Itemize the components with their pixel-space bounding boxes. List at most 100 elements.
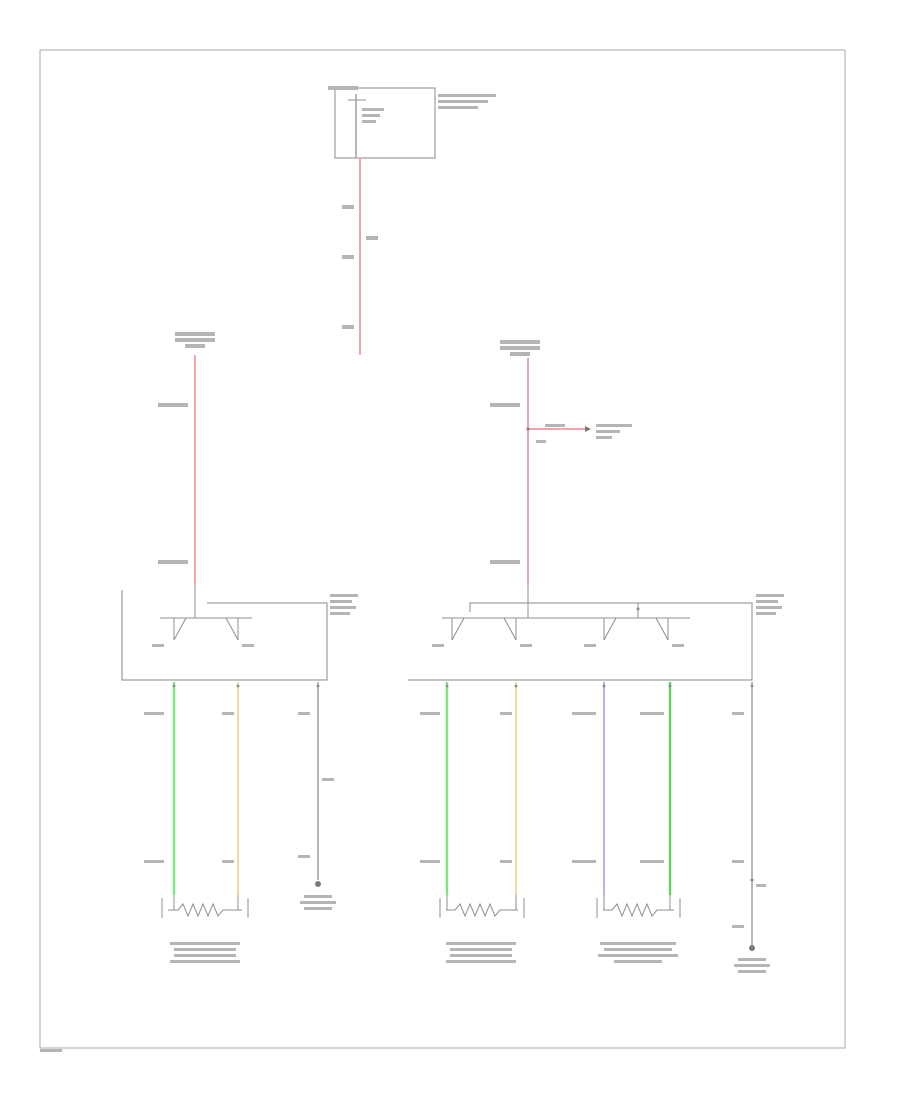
ground-label — [738, 958, 766, 961]
heater-element-center — [439, 895, 525, 963]
ground-label — [304, 907, 332, 910]
ground-right — [734, 878, 770, 973]
heater-label — [598, 954, 678, 957]
heater-label — [450, 954, 512, 957]
switch-title — [756, 594, 784, 597]
connector-label — [366, 236, 378, 240]
wire-label — [490, 403, 520, 407]
splice-label — [536, 440, 546, 443]
diagram-frame — [39, 49, 846, 1049]
wire-splice-label — [322, 778, 334, 781]
pin-node — [316, 684, 320, 688]
switch-title — [330, 600, 352, 603]
wire-label — [158, 403, 188, 407]
wire-splice-label — [756, 884, 766, 887]
fuse-box-side-label — [438, 100, 488, 103]
pin-node — [445, 684, 449, 688]
heater-label — [604, 948, 672, 951]
wire-label — [572, 860, 596, 863]
fuse-box-text-line — [362, 108, 384, 111]
switch-title — [756, 600, 778, 603]
left-switch-outline — [121, 590, 328, 681]
source-label — [175, 338, 215, 342]
wire-label — [342, 255, 354, 259]
heater-label — [614, 960, 662, 963]
right-switch-outline — [408, 602, 753, 681]
fuse-box-side-label — [438, 106, 478, 109]
fuse-box-text-line — [362, 114, 380, 117]
ground-label — [738, 970, 766, 973]
wire-label — [732, 925, 744, 928]
wire-label — [420, 860, 440, 863]
switch-blade — [451, 617, 465, 641]
switch-bus-node — [636, 607, 640, 611]
branch-destination — [596, 436, 612, 439]
wire-label — [144, 712, 164, 715]
wire-label — [500, 860, 512, 863]
wire-label — [222, 712, 234, 715]
wire-label — [144, 860, 164, 863]
branch-arrow — [585, 426, 591, 432]
switch-position-label — [242, 644, 254, 647]
wire-label — [298, 855, 310, 858]
switch-title — [330, 594, 358, 597]
heater-label — [170, 942, 240, 945]
heater-element-right — [596, 895, 681, 963]
splice-node — [526, 427, 530, 431]
switch-blade — [225, 617, 239, 641]
heater-label — [174, 948, 236, 951]
heater-label — [600, 942, 676, 945]
switch-position-label — [520, 644, 532, 647]
heater-element-outline — [596, 898, 681, 918]
ground-label — [734, 964, 770, 967]
switch-position-label — [584, 644, 596, 647]
wire-label — [420, 712, 440, 715]
switch-position-label — [152, 644, 164, 647]
heater-label — [446, 960, 516, 963]
switch-title — [756, 606, 782, 609]
wire-label — [342, 325, 354, 329]
switch-title — [330, 606, 356, 609]
splice-node — [750, 878, 754, 882]
wire-label — [732, 860, 744, 863]
source-label — [175, 332, 215, 336]
fuse-box-header-text-blur — [328, 86, 358, 90]
output-wires — [144, 682, 766, 945]
heater-label — [446, 942, 516, 945]
source-label — [185, 344, 205, 348]
switch-title — [330, 612, 350, 615]
branch-destination — [596, 424, 632, 427]
ground-label — [300, 901, 336, 904]
switch-blade — [655, 617, 669, 641]
switch-pins — [172, 684, 754, 688]
switch-position-label — [672, 644, 684, 647]
heater-label — [170, 960, 240, 963]
wire-label — [732, 712, 744, 715]
top-feed-wire — [342, 158, 378, 355]
branch-destination — [596, 430, 620, 433]
switch-blade — [503, 617, 517, 641]
ground-label — [304, 895, 332, 898]
ground-icon — [315, 881, 321, 887]
switch-blade — [603, 617, 617, 641]
switch-blade — [173, 617, 187, 641]
right-seat-heater-switch — [408, 340, 784, 681]
heater-label — [450, 948, 512, 951]
wire-label — [640, 860, 664, 863]
left-seat-heater-switch — [121, 332, 358, 681]
fuse-box-side-label — [438, 94, 496, 97]
pin-node — [750, 684, 754, 688]
source-label — [510, 352, 530, 356]
source-label — [500, 346, 540, 350]
wire-label — [640, 712, 664, 715]
pin-node — [602, 684, 606, 688]
ground-icon — [749, 945, 755, 951]
wire-label — [500, 712, 512, 715]
wire-label — [158, 560, 188, 564]
wire-label — [342, 205, 354, 209]
source-label — [500, 340, 540, 344]
pin-node — [236, 684, 240, 688]
page-mark — [40, 1049, 62, 1052]
pin-node — [668, 684, 672, 688]
branch-wire-label — [545, 424, 565, 427]
